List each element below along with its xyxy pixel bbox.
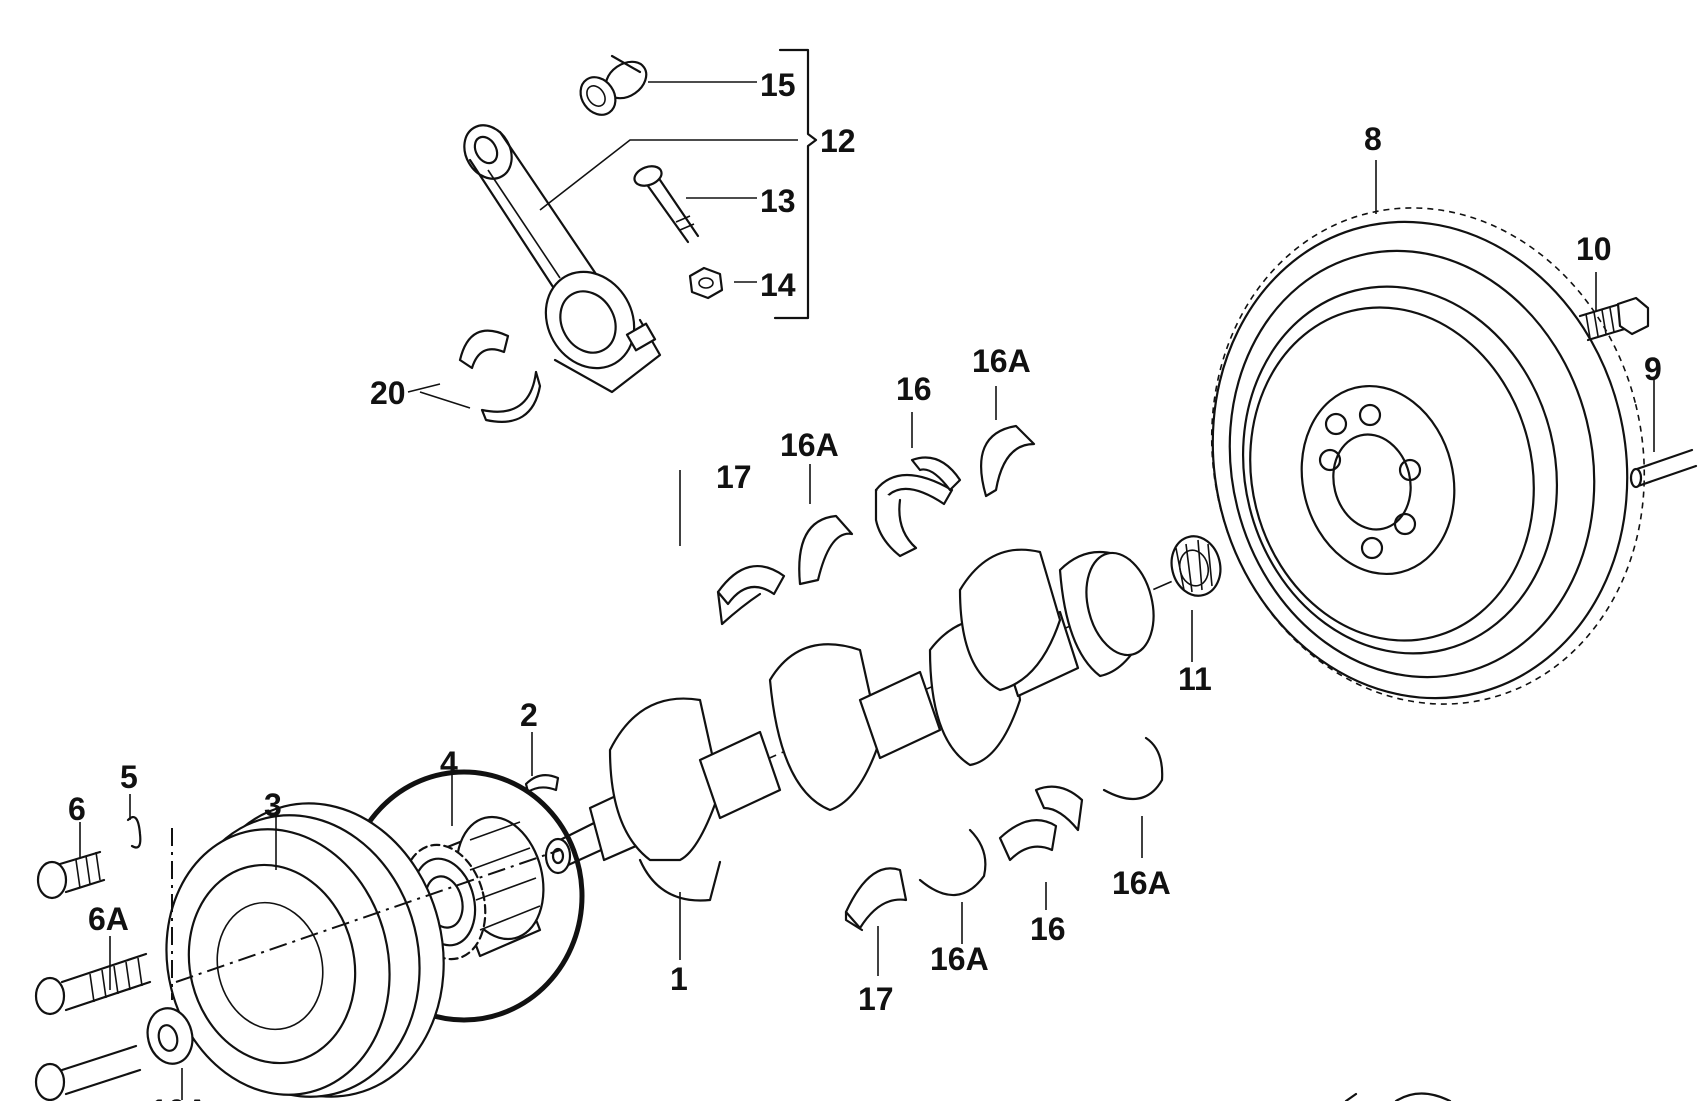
label-16a-bottom-right: 16A — [1112, 865, 1171, 901]
label-15: 15 — [760, 67, 796, 103]
label-16a-top-left: 16A — [780, 427, 839, 463]
label-12: 12 — [820, 123, 856, 159]
partial-part-bottom-right — [1344, 1092, 1452, 1101]
group-bracket-12 — [773, 48, 818, 320]
woodruff-key — [524, 773, 560, 794]
label-6: 6 — [68, 791, 86, 827]
connecting-rod-assembly — [463, 124, 662, 394]
label-17-bottom: 17 — [858, 981, 894, 1017]
con-rod-nut — [688, 266, 724, 300]
label-16a-top-right: 16A — [972, 343, 1031, 379]
label-16-bottom: 16 — [1030, 911, 1066, 947]
label-20: 20 — [370, 375, 406, 411]
main-bearing-shells-upper — [716, 424, 1036, 626]
thrust-washer — [146, 1007, 194, 1065]
flywheel — [1210, 207, 1646, 705]
label-10a-partial: 10A — [150, 1093, 209, 1101]
flywheel-bolt — [1578, 296, 1650, 342]
small-end-bush — [579, 54, 648, 116]
label-1: 1 — [670, 961, 688, 997]
label-16a-bottom-left: 16A — [930, 941, 989, 977]
label-4: 4 — [440, 745, 458, 781]
label-6a: 6A — [88, 901, 129, 937]
con-rod-bolt — [633, 165, 700, 244]
label-16-top: 16 — [896, 371, 932, 407]
vibration-damper-pulley — [165, 802, 445, 1098]
pulley-bolt-lower — [34, 1044, 142, 1101]
needle-bearing — [1170, 535, 1222, 597]
label-17-top: 17 — [716, 459, 752, 495]
dowel-pin — [1629, 448, 1698, 489]
pulley-bolt-long — [34, 952, 152, 1016]
crankshaft — [544, 548, 1176, 902]
label-5: 5 — [120, 759, 138, 795]
label-9: 9 — [1644, 351, 1662, 387]
label-10: 10 — [1576, 231, 1612, 267]
label-14: 14 — [760, 267, 796, 303]
label-13: 13 — [760, 183, 796, 219]
con-rod-bearing-shells — [458, 329, 542, 423]
label-11: 11 — [1178, 661, 1212, 697]
lock-plate — [126, 816, 142, 849]
label-2: 2 — [520, 697, 538, 733]
main-bearing-shells-lower — [844, 736, 1164, 932]
label-8: 8 — [1364, 121, 1382, 157]
label-3: 3 — [264, 787, 282, 823]
pulley-bolt — [36, 850, 106, 900]
